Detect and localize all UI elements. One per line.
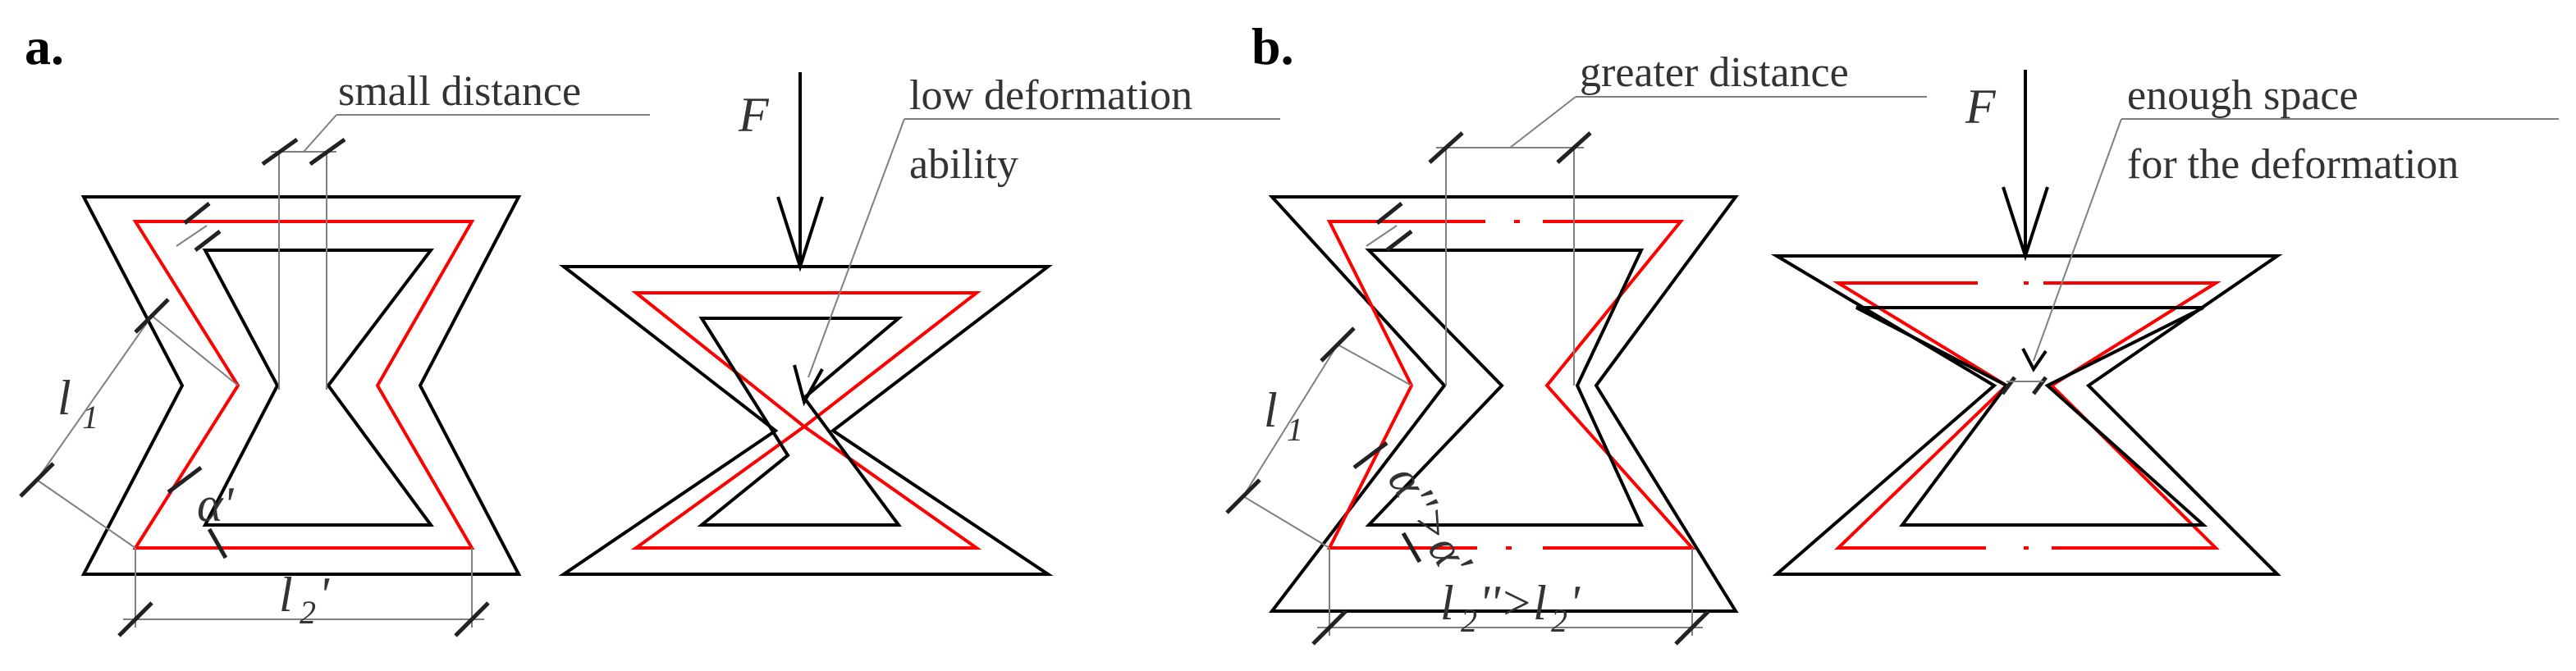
force-arrow <box>2002 70 2049 262</box>
panel-a-loaded-shape <box>558 265 1054 576</box>
outer-outline <box>80 195 522 576</box>
wall-thickness-marks <box>176 202 222 252</box>
l2-comparison: ''>l <box>1479 576 1547 630</box>
l2-subscript: 2 <box>300 594 316 631</box>
panel-b-label: b. <box>1251 17 1294 75</box>
force-arrow <box>776 72 824 272</box>
l1-dimension <box>19 298 239 549</box>
l2-prime: ' <box>318 568 330 622</box>
l2-label: l <box>279 568 293 622</box>
reinforcement-line <box>1832 281 2221 550</box>
outer-outline <box>1770 254 2283 576</box>
l2-label: l <box>1440 576 1454 630</box>
angle-marker <box>1352 441 1422 564</box>
angle-marker <box>167 466 228 559</box>
l2-prime-subscript: 2 <box>1551 602 1567 639</box>
inner-outline <box>1855 306 2208 527</box>
low-deformation-label-line2: ability <box>909 141 1018 188</box>
greater-distance-dimension <box>1428 96 1927 386</box>
panel-a: a. F small distance <box>19 17 1280 637</box>
l2-subscript: 2 <box>1461 602 1477 639</box>
l2-dimension <box>117 548 490 637</box>
panel-b: b. F <box>1225 17 2559 646</box>
force-label: F <box>1965 80 1997 134</box>
outer-outline <box>1268 195 1739 613</box>
force-label: F <box>738 88 770 142</box>
panel-b-unloaded-shape <box>1268 195 1739 613</box>
inner-outline <box>202 249 435 527</box>
enough-space-label-line1: enough space <box>2127 72 2359 119</box>
l2-prime: ' <box>1569 576 1581 630</box>
l1-subscript: 1 <box>82 399 98 436</box>
greater-distance-label: greater distance <box>1580 49 1849 96</box>
reinforcement-line <box>630 291 982 550</box>
wall-thickness-marks <box>1366 202 1413 252</box>
panel-b-loaded-shape <box>1770 254 2283 576</box>
inner-outline <box>1365 249 1645 527</box>
small-distance-label: small distance <box>338 68 581 115</box>
l1-label: l <box>57 371 71 425</box>
reinforcement-line <box>1326 220 1696 550</box>
small-distance-dimension <box>261 114 650 390</box>
outer-outline <box>558 265 1054 576</box>
panel-a-label: a. <box>25 17 64 75</box>
low-deformation-callout <box>793 118 1280 407</box>
angle-label: α' <box>197 477 234 532</box>
enough-space-callout <box>2001 118 2559 395</box>
angle-label: α''>α' <box>1378 456 1484 585</box>
inner-outline <box>697 317 904 527</box>
enough-space-label-line2: for the deformation <box>2127 141 2459 188</box>
l1-dimension <box>1225 326 1412 549</box>
panel-a-unloaded-shape <box>80 195 522 576</box>
l1-label: l <box>1264 383 1278 437</box>
l1-subscript: 1 <box>1287 411 1303 448</box>
l2-dimension <box>1311 548 1710 646</box>
low-deformation-label-line1: low deformation <box>909 72 1192 119</box>
